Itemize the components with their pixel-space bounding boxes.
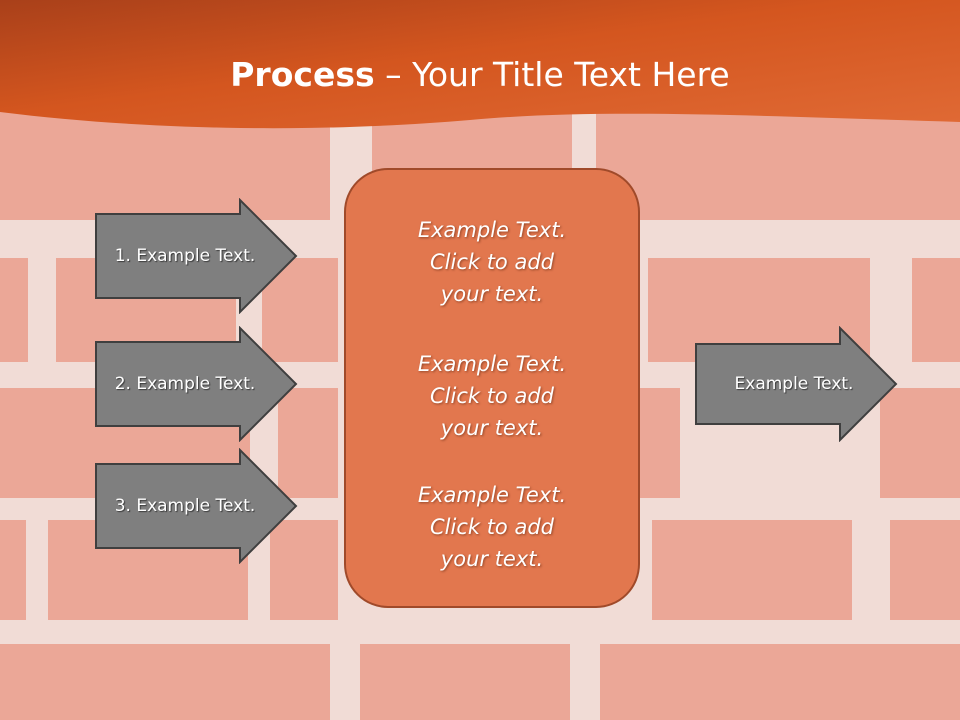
right-arrow-label: Example Text. [734, 374, 854, 394]
center-paragraph-2: Example Text. Click to add your text. [346, 348, 638, 444]
paragraph-line: your text. [440, 547, 544, 571]
slide-title[interactable]: Process – Your Title Text Here [0, 52, 960, 98]
paragraph-line: your text. [440, 416, 544, 440]
paragraph-line: Click to add [429, 384, 554, 408]
right-arrow-icon [695, 326, 898, 442]
paragraph-line: Example Text. [417, 218, 567, 242]
left-arrow-3-label: 3. Example Text. [114, 496, 256, 516]
title-dash: – [374, 55, 413, 94]
right-arrow-icon [95, 326, 298, 442]
header-band [0, 0, 960, 129]
left-arrow-2[interactable]: 2. Example Text. [94, 326, 300, 442]
title-rest: Your Title Text Here [412, 55, 730, 94]
center-paragraph-3: Example Text. Click to add your text. [346, 479, 638, 575]
paragraph-line: Click to add [429, 515, 554, 539]
paragraph-line: Example Text. [417, 352, 567, 376]
left-arrow-1-label: 1. Example Text. [114, 246, 256, 266]
paragraph-line: Click to add [429, 250, 554, 274]
right-arrow-icon [95, 448, 298, 564]
paragraph-line: Example Text. [417, 483, 567, 507]
title-bold: Process [230, 55, 375, 94]
left-arrow-3[interactable]: 3. Example Text. [94, 448, 300, 564]
right-arrow-icon [95, 198, 298, 314]
left-arrow-2-label: 2. Example Text. [114, 374, 256, 394]
left-arrow-1[interactable]: 1. Example Text. [94, 198, 300, 314]
center-text-box[interactable]: Example Text. Click to add your text. Ex… [344, 168, 640, 608]
right-arrow-output[interactable]: Example Text. [694, 326, 900, 442]
center-paragraph-1: Example Text. Click to add your text. [346, 214, 638, 310]
paragraph-line: your text. [440, 282, 544, 306]
